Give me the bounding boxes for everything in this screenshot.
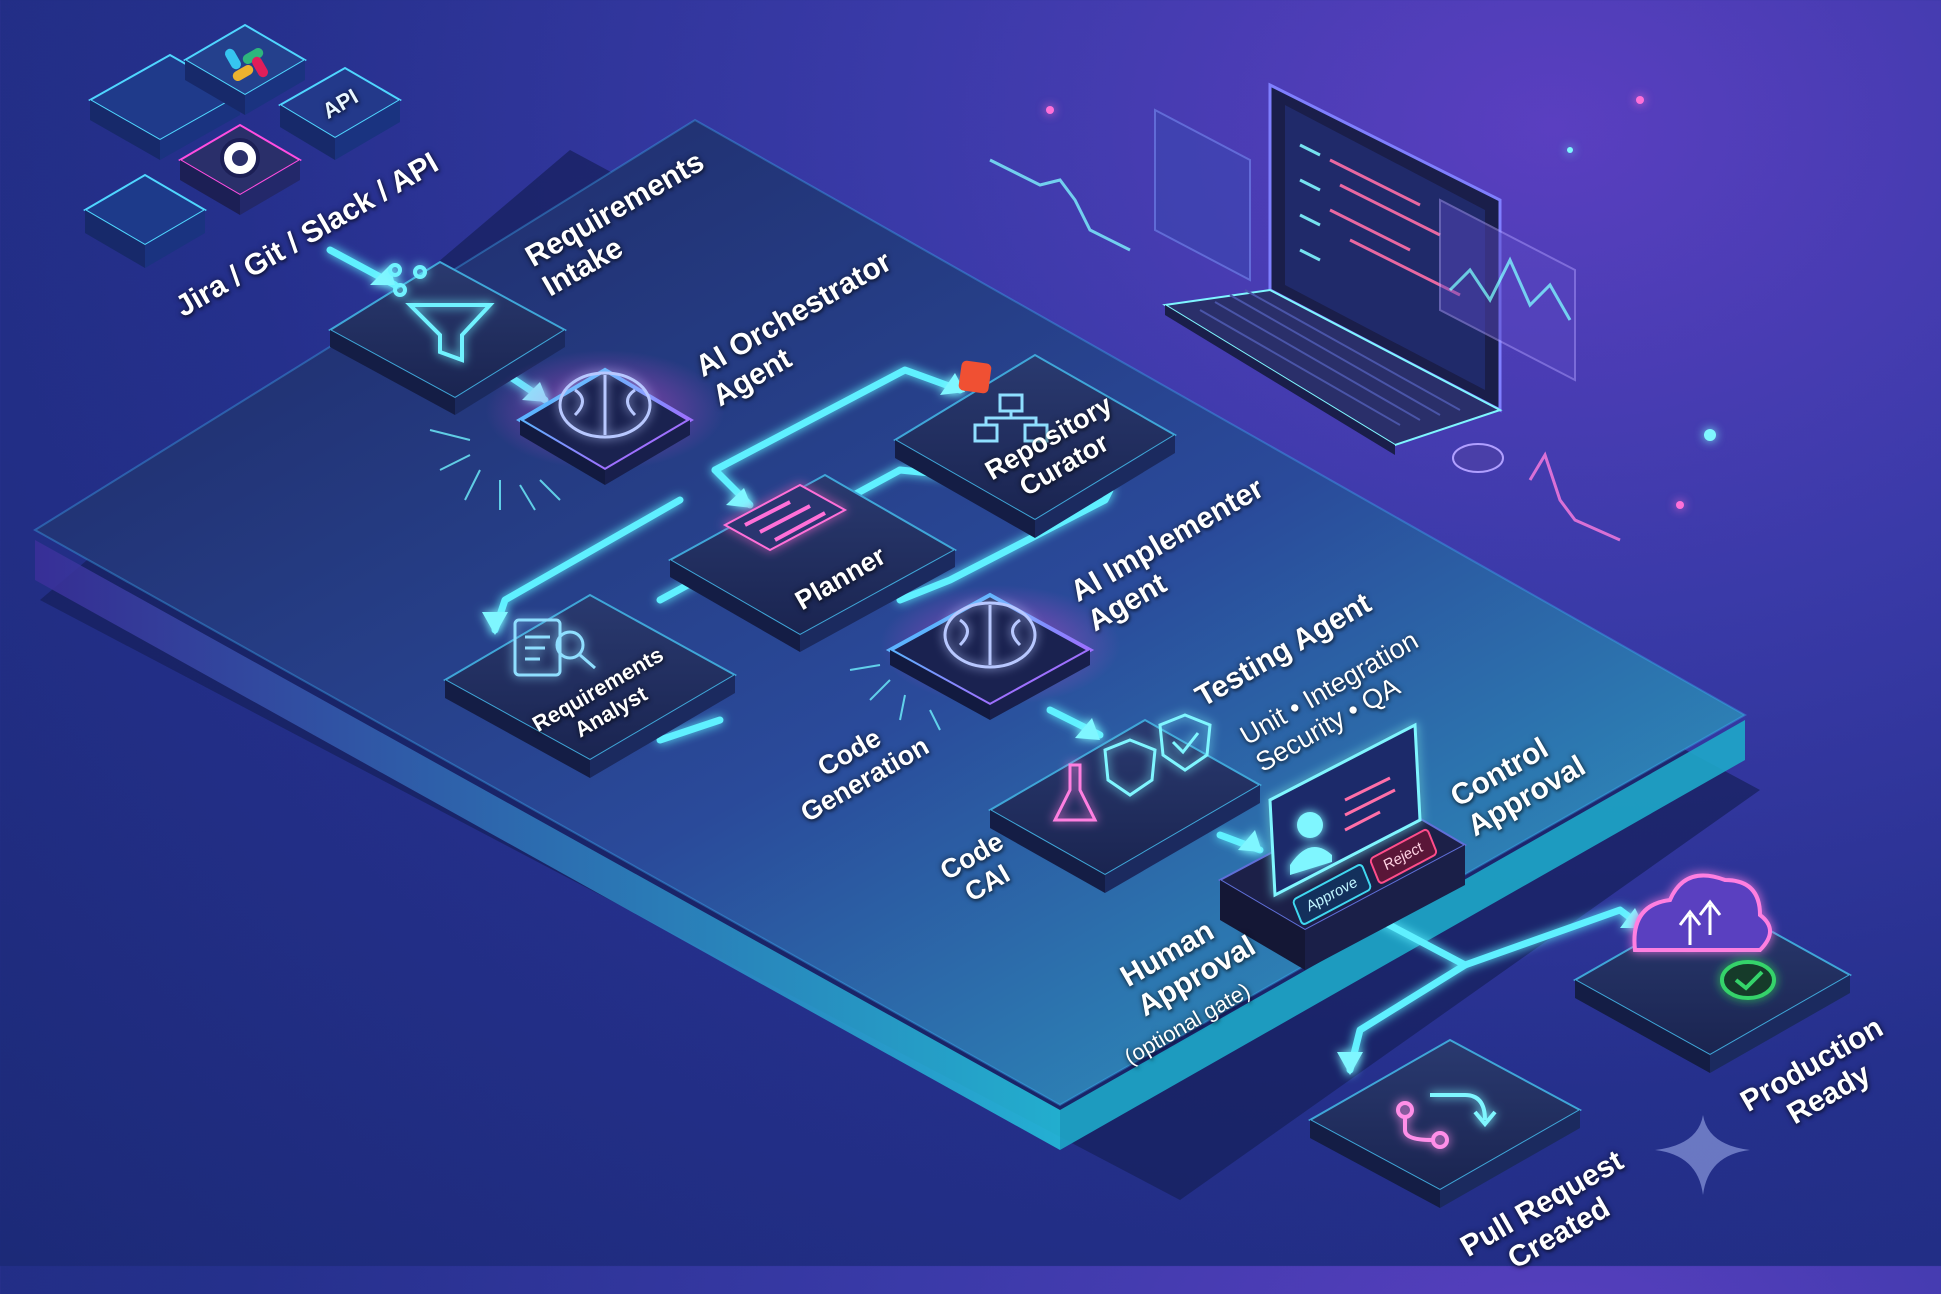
repository-tile bbox=[893, 353, 1177, 538]
orchestrator-chip bbox=[429, 350, 725, 511]
slack-icon bbox=[225, 48, 268, 81]
org-chart-icon bbox=[973, 393, 1049, 443]
glow-dots bbox=[1046, 96, 1716, 509]
shield-check-icon bbox=[1158, 713, 1212, 772]
planner-tile bbox=[667, 473, 958, 652]
testing-tile bbox=[987, 713, 1263, 893]
approval-console bbox=[1217, 722, 1468, 970]
merge-icon bbox=[1396, 1093, 1497, 1149]
git-icon bbox=[958, 360, 992, 394]
implementer-chip bbox=[849, 585, 1120, 731]
sparkle-icon bbox=[1655, 1115, 1750, 1195]
brain-chip-icon bbox=[558, 371, 652, 439]
intake-tile bbox=[328, 260, 567, 415]
api-tile bbox=[278, 66, 402, 160]
shield-lock-icon bbox=[1103, 738, 1157, 797]
user-icon bbox=[1290, 812, 1332, 875]
funnel-icon bbox=[388, 263, 495, 363]
slack-tile bbox=[183, 23, 307, 115]
github-tile bbox=[178, 123, 302, 215]
cloud-upload-icon bbox=[1632, 873, 1772, 952]
production-tile bbox=[1572, 873, 1853, 1073]
mouse-icon bbox=[1452, 443, 1504, 473]
laptop-icon bbox=[1162, 82, 1504, 473]
analyst-tile bbox=[442, 593, 738, 778]
pull-request-tile bbox=[1307, 1038, 1583, 1208]
floating-panels bbox=[989, 108, 1621, 542]
workflow-diagram bbox=[33, 23, 1853, 1208]
stack-tile-2 bbox=[83, 173, 207, 268]
implementer-brain-icon bbox=[943, 601, 1037, 669]
integration-stack bbox=[83, 23, 402, 268]
check-circle-icon bbox=[1720, 960, 1776, 1000]
platform-side bbox=[35, 540, 1060, 1150]
gantt-icon bbox=[722, 483, 848, 552]
flask-icon bbox=[1052, 763, 1098, 822]
clipboard-search-icon bbox=[513, 618, 596, 677]
